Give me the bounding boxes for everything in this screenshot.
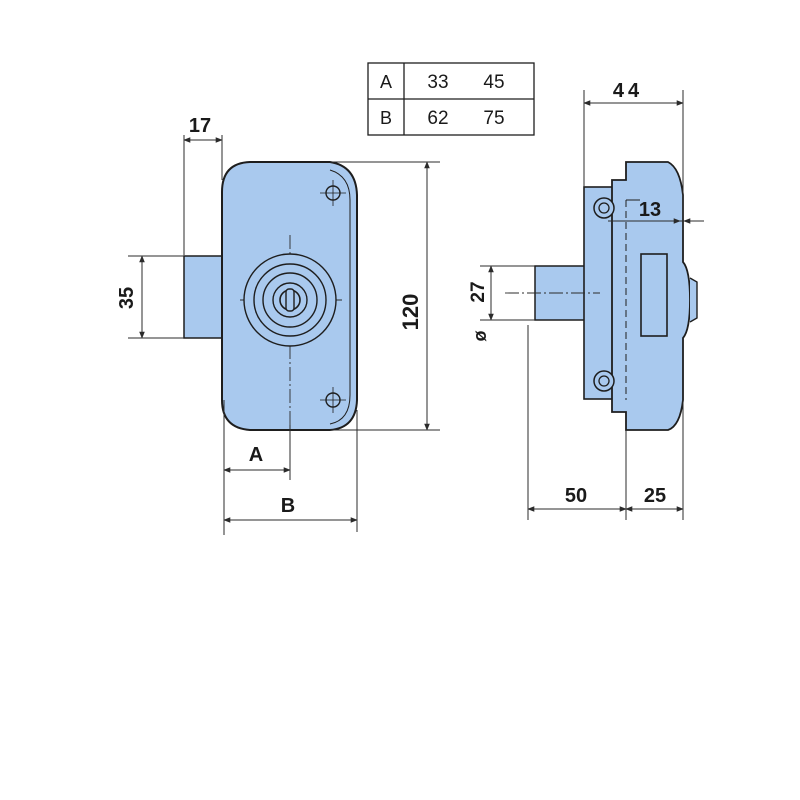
size-table: A 33 45 B 62 75 [367, 62, 535, 136]
table-cell-b-2: 75 [483, 108, 504, 129]
dim-label-a: A [249, 444, 263, 466]
dim-label-35: 35 [116, 287, 138, 309]
dimension-50-25: 50 25 [527, 325, 684, 520]
dimension-120: 120 [330, 161, 440, 431]
front-bolt [183, 255, 225, 339]
cylinder-rosette [243, 253, 337, 347]
table-cell-a-1: 33 [427, 72, 448, 93]
table-cell-b-1: 62 [427, 108, 448, 129]
table-cell-a-2: 45 [483, 72, 504, 93]
dimension-17: 17 [183, 115, 223, 255]
dimension-b: B [223, 410, 358, 532]
side-screw-bottom [593, 370, 615, 392]
side-slot [640, 253, 668, 337]
dimension-13: 13 [608, 199, 704, 224]
dim-label-13: 13 [639, 199, 661, 221]
dimension-27: 27 ø [468, 265, 535, 342]
front-view: 17 35 120 A B [116, 115, 440, 535]
table-row-label-b: B [380, 108, 392, 128]
keyhole-icon [285, 288, 295, 312]
dim-label-50: 50 [565, 485, 587, 507]
dim-label-27: 27 [468, 281, 489, 302]
side-view: 44 13 27 ø 50 25 [468, 80, 704, 520]
dim-label-17: 17 [189, 115, 211, 137]
table-row-label-a: A [380, 72, 392, 92]
screw-hole-bottom [320, 387, 346, 413]
dim-label-44: 44 [613, 80, 643, 102]
dimension-35: 35 [116, 255, 184, 339]
screw-hole-top [320, 180, 346, 206]
dimension-44: 44 [583, 80, 684, 230]
dim-label-25: 25 [644, 485, 666, 507]
dim-label-b: B [281, 495, 295, 517]
diameter-symbol: ø [470, 331, 490, 342]
side-screw-top [593, 197, 615, 219]
dimension-a: A [223, 400, 291, 535]
dim-label-120: 120 [398, 294, 423, 331]
